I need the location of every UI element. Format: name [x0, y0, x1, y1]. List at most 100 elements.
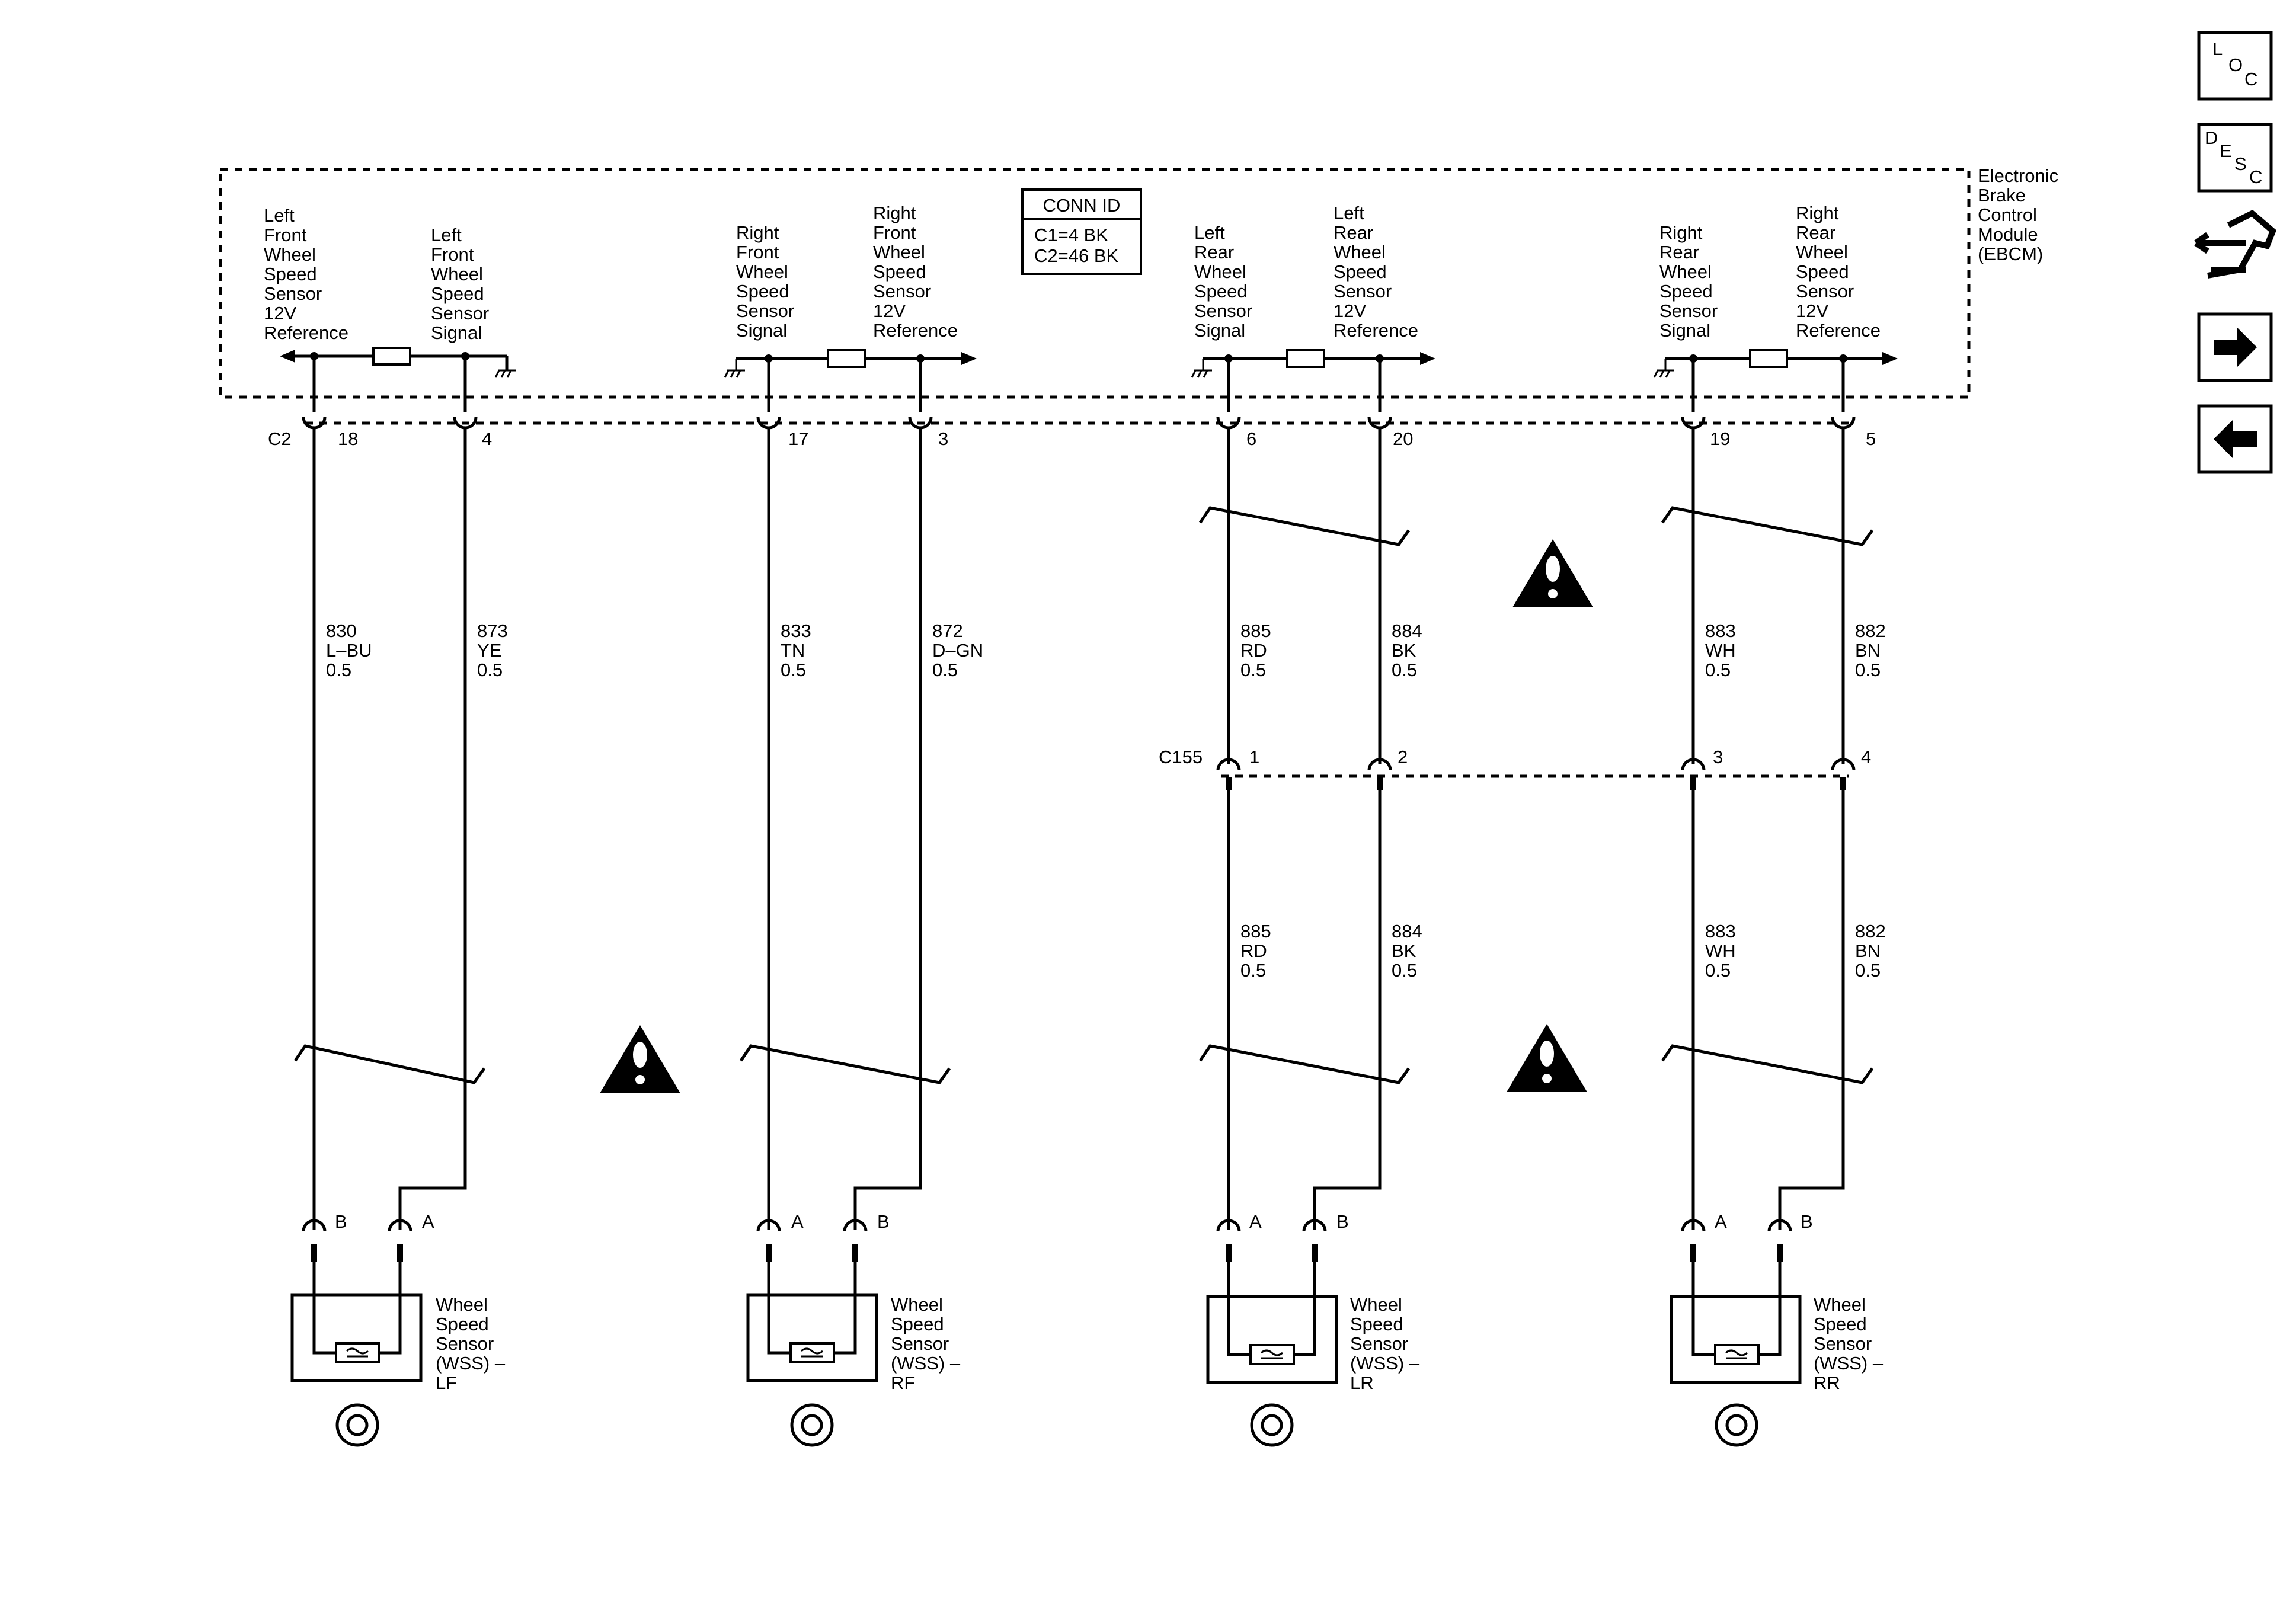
svg-text:882: 882	[1855, 620, 1886, 641]
wheel-speed-sensor-lf: B A Wheel Speed Sensor (WSS) – LF	[290, 1211, 506, 1445]
svg-text:0.5: 0.5	[1855, 960, 1881, 981]
svg-text:RD: RD	[1240, 940, 1267, 961]
svg-text:Signal: Signal	[1194, 320, 1245, 341]
svg-text:Front: Front	[431, 244, 474, 265]
svg-text:D–GN: D–GN	[932, 640, 983, 661]
svg-text:884: 884	[1392, 620, 1422, 641]
svg-text:Sensor: Sensor	[873, 281, 931, 302]
pin-number: 18	[338, 428, 358, 449]
ebcm-name-line: (EBCM)	[1978, 244, 2043, 264]
pin-number: 20	[1393, 428, 1413, 449]
reference-arrow-icon	[1420, 352, 1435, 365]
svg-text:Signal: Signal	[736, 320, 787, 341]
svg-text:L: L	[2212, 39, 2223, 59]
pin-number: 2	[1398, 747, 1408, 767]
svg-text:Sensor: Sensor	[1796, 281, 1854, 302]
ebcm-name-line: Control	[1978, 204, 2037, 225]
svg-text:BN: BN	[1855, 940, 1881, 961]
svg-text:Speed: Speed	[1659, 281, 1713, 302]
svg-text:Sensor: Sensor	[1334, 281, 1392, 302]
wire-label-830: 830 L–BU 0.5	[326, 620, 372, 680]
svg-text:Rear: Rear	[1659, 242, 1699, 263]
svg-text:12V: 12V	[1334, 300, 1366, 321]
svg-text:D: D	[2205, 127, 2218, 148]
svg-text:WH: WH	[1705, 940, 1736, 961]
ebcm-module-name: Electronic Brake Control Module (EBCM)	[1978, 165, 2058, 264]
pin-function-rf-signal: Right Front Wheel Speed Sensor Signal	[736, 222, 794, 341]
svg-text:C: C	[2244, 69, 2257, 89]
next-arrow-icon[interactable]	[2197, 312, 2273, 382]
twisted-pair-icon	[1661, 1044, 1874, 1084]
svg-text:883: 883	[1705, 921, 1736, 942]
pin-number: 17	[788, 428, 808, 449]
svg-text:Speed: Speed	[736, 281, 789, 302]
connector-c155-label: C155	[1159, 747, 1203, 767]
twisted-pair-icon	[1198, 1044, 1411, 1084]
svg-text:L–BU: L–BU	[326, 640, 372, 661]
svg-text:Rear: Rear	[1796, 222, 1835, 243]
svg-text:Wheel: Wheel	[1334, 242, 1386, 263]
wheel-speed-sensor-rr: A B Wheel Speed Sensor (WSS) – RR	[1670, 1211, 1884, 1445]
svg-text:Wheel: Wheel	[1659, 261, 1712, 282]
wire-label-873: 873 YE 0.5	[477, 620, 508, 680]
c155-connector: C155 1 2 3 4	[1159, 747, 1871, 790]
loc-button[interactable]: L O C	[2197, 31, 2273, 101]
svg-text:Reference: Reference	[1796, 320, 1881, 341]
svg-text:885: 885	[1240, 921, 1271, 942]
ground-icon	[1191, 359, 1212, 378]
previous-arrow-icon[interactable]	[2197, 404, 2273, 474]
sensor-pin-label: A	[1715, 1211, 1727, 1232]
svg-text:Wheel: Wheel	[431, 264, 483, 284]
svg-text:0.5: 0.5	[932, 660, 958, 680]
svg-text:Rear: Rear	[1334, 222, 1373, 243]
pin-function-rr-signal: Right Rear Wheel Speed Sensor Signal	[1659, 222, 1718, 341]
svg-text:(WSS) –: (WSS) –	[1350, 1353, 1420, 1374]
sensor-coil-icon	[1714, 1344, 1760, 1365]
svg-text:(WSS) –: (WSS) –	[1814, 1353, 1884, 1374]
pin-function-labels: Left Front Wheel Speed Sensor 12V Refere…	[264, 203, 1881, 343]
conn-id-line: C1=4 BK	[1034, 225, 1108, 245]
reluctor-gear-icon	[1252, 1405, 1292, 1445]
wire-label-872: 872 D–GN 0.5	[932, 620, 983, 680]
wire-label-884-lower: 884 BK 0.5	[1392, 921, 1422, 981]
caution-icon	[1507, 1024, 1587, 1092]
wire-label-885-lower: 885 RD 0.5	[1240, 921, 1271, 981]
pin-number: 5	[1866, 428, 1876, 449]
connector-tool-icon[interactable]	[2194, 210, 2276, 279]
svg-text:0.5: 0.5	[477, 660, 503, 680]
ground-icon	[1653, 359, 1674, 378]
pin-number: 3	[1713, 747, 1723, 767]
sensor-pin-label: A	[422, 1211, 434, 1232]
svg-text:RF: RF	[891, 1372, 915, 1393]
svg-text:Speed: Speed	[264, 264, 317, 284]
svg-text:Speed: Speed	[1796, 261, 1849, 282]
svg-text:0.5: 0.5	[1855, 660, 1881, 680]
svg-text:Speed: Speed	[1334, 261, 1387, 282]
svg-text:Sensor: Sensor	[1659, 300, 1718, 321]
pin-function-lf-signal: Left Front Wheel Speed Sensor Signal	[431, 225, 489, 343]
svg-text:Reference: Reference	[264, 322, 348, 343]
conn-id-box: CONN ID C1=4 BK C2=46 BK	[1021, 188, 1142, 275]
svg-text:0.5: 0.5	[1705, 960, 1731, 981]
svg-text:12V: 12V	[873, 300, 906, 321]
conn-id-line: C2=46 BK	[1034, 245, 1119, 266]
reluctor-gear-icon	[1716, 1405, 1757, 1445]
svg-text:0.5: 0.5	[1240, 660, 1266, 680]
sensor-coil-icon	[789, 1342, 835, 1363]
svg-text:0.5: 0.5	[1705, 660, 1731, 680]
svg-text:E: E	[2220, 140, 2232, 161]
svg-text:Sensor: Sensor	[736, 300, 794, 321]
svg-text:Front: Front	[873, 222, 916, 243]
svg-text:RR: RR	[1814, 1372, 1840, 1393]
svg-text:Front: Front	[736, 242, 779, 263]
desc-button[interactable]: D E S C	[2197, 123, 2273, 193]
svg-text:Speed: Speed	[431, 283, 484, 304]
svg-text:872: 872	[932, 620, 963, 641]
svg-text:0.5: 0.5	[1392, 660, 1417, 680]
wire-884-lower	[1313, 788, 1382, 1230]
wire-label-883: 883 WH 0.5	[1705, 620, 1736, 680]
sensor-pin-label: A	[1249, 1211, 1262, 1232]
svg-text:Right: Right	[873, 203, 916, 223]
sensor-pin-label: B	[335, 1211, 347, 1232]
